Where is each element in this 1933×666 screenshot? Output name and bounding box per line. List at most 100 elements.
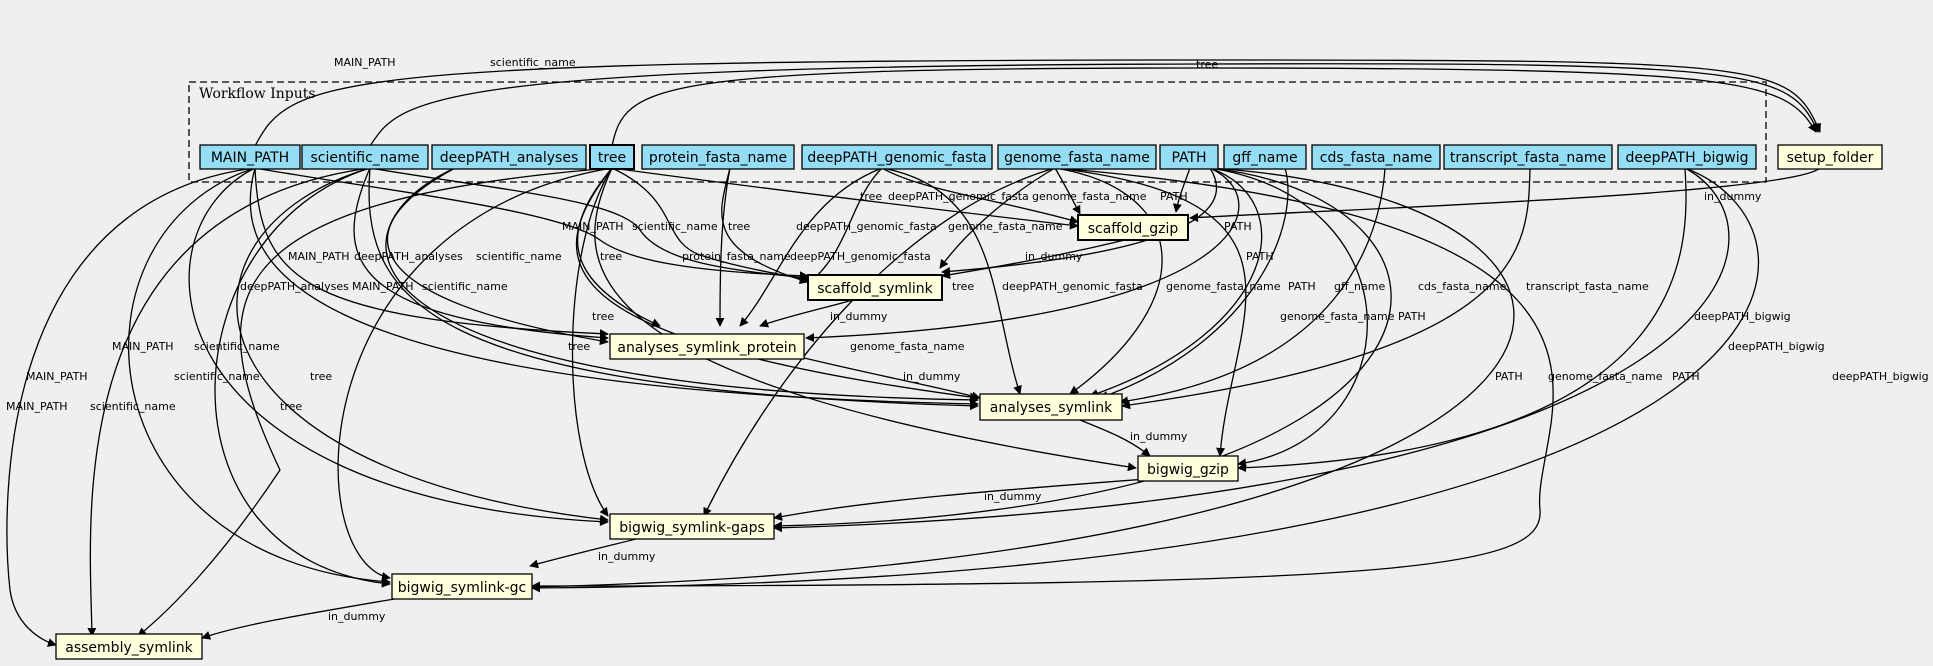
node-scientific-name[interactable]: scientific_name <box>301 144 429 170</box>
node-analyses-symlink-protein[interactable]: analyses_symlink_protein <box>609 333 805 360</box>
edge-sciname-gaps <box>236 167 609 524</box>
edge-mainpath-gc <box>128 167 391 586</box>
edge-genome-fasta-gc <box>531 167 1554 591</box>
edge-gff-analyses-symlink <box>1099 167 1289 400</box>
edge-label: tree <box>728 220 750 233</box>
edge-label: in_dummy <box>1025 250 1083 263</box>
edge-genomic-fasta-analyses-protein <box>739 167 883 327</box>
edge-label: deepPATH_analyses <box>240 280 349 293</box>
edge-tree-setup-folder <box>611 67 1817 147</box>
edge-genome-fasta-scaffold-symlink <box>939 167 1056 269</box>
edge-tree-analyses-protein <box>576 167 661 327</box>
node-assembly-symlink[interactable]: assembly_symlink <box>55 633 203 660</box>
edge-label: PATH <box>1160 190 1188 203</box>
edge-label: tree <box>1196 58 1218 71</box>
step-nodes: setup_folder scaffold_gzip scaffold_syml… <box>55 144 1883 660</box>
node-label: bigwig_symlink-gaps <box>619 520 765 536</box>
edge-label: in_dummy <box>984 490 1042 503</box>
edge-genome-fasta-analyses-symlink <box>1054 167 1163 395</box>
node-bigwig-symlink-gaps[interactable]: bigwig_symlink-gaps <box>609 513 775 540</box>
edge-gc-assembly <box>201 597 401 640</box>
edge-bigwig-gaps <box>773 167 1730 533</box>
edge-protein-analyses-protein <box>715 167 731 327</box>
node-analyses-symlink[interactable]: analyses_symlink <box>979 393 1123 421</box>
edge-label: in_dummy <box>328 610 386 623</box>
edge-tree-assembly <box>137 167 613 637</box>
edge-label: gff_name <box>1334 280 1385 293</box>
edge-label: tree <box>568 340 590 353</box>
edge-label: deepPATH_genomic_fasta <box>796 220 937 233</box>
edge-genomic-fasta-scaffold-symlink <box>807 167 883 285</box>
node-label: protein_fasta_name <box>649 150 787 166</box>
edge-label: protein_fasta_name <box>682 250 791 263</box>
workflow-inputs-cluster <box>188 81 1767 183</box>
edge-label: genome_fasta_name <box>1280 310 1395 323</box>
edge-tree-gc <box>337 167 613 581</box>
edge-label: MAIN_PATH <box>6 400 68 413</box>
edge-label: PATH <box>1246 250 1274 263</box>
node-protein-fasta-name[interactable]: protein_fasta_name <box>641 144 795 170</box>
edge-label: cds_fasta_name <box>1418 280 1507 293</box>
edge-labels: MAIN_PATH scientific_name tree tree deep… <box>6 56 1929 623</box>
node-label: analyses_symlink_protein <box>617 340 796 356</box>
edge-analyses-symlink-bigwig-gzip <box>1079 419 1151 457</box>
edge-path-gc <box>531 167 1515 592</box>
node-label: scaffold_gzip <box>1088 221 1179 237</box>
node-label: assembly_symlink <box>65 640 193 656</box>
edge-label: MAIN_PATH <box>112 340 174 353</box>
edge-bigwig-gzip-gaps <box>773 477 1161 521</box>
edges <box>6 59 1821 647</box>
edge-label: deepPATH_genomic_fasta <box>790 250 931 263</box>
edge-gaps-gc <box>529 537 641 569</box>
node-label: scaffold_symlink <box>817 281 933 297</box>
node-label: bigwig_gzip <box>1147 462 1229 478</box>
edge-label: MAIN_PATH <box>352 280 414 293</box>
node-deeppath-genomic-fasta[interactable]: deepPATH_genomic_fasta <box>801 144 993 170</box>
edge-label: scientific_name <box>632 220 718 233</box>
edge-label: deepPATH_bigwig <box>1728 340 1825 353</box>
node-deeppath-analyses[interactable]: deepPATH_analyses <box>431 144 587 170</box>
node-tree[interactable]: tree <box>589 144 635 170</box>
edge-sciname-assembly <box>87 167 371 637</box>
edge-tree-gaps <box>571 167 613 517</box>
edge-tree-scaffold-symlink <box>611 167 809 283</box>
node-deeppath-bigwig[interactable]: deepPATH_bigwig <box>1617 144 1757 170</box>
node-transcript-fasta-name[interactable]: transcript_fasta_name <box>1443 144 1613 170</box>
node-gff-name[interactable]: gff_name <box>1223 144 1307 170</box>
node-bigwig-symlink-gc[interactable]: bigwig_symlink-gc <box>391 573 533 600</box>
node-bigwig-gzip[interactable]: bigwig_gzip <box>1137 455 1239 482</box>
edge-sciname-gc <box>214 167 391 588</box>
node-cds-fasta-name[interactable]: cds_fasta_name <box>1311 144 1441 170</box>
node-scaffold-gzip[interactable]: scaffold_gzip <box>1077 214 1189 241</box>
edge-tree-bigwig-gzip <box>594 167 1137 472</box>
node-label: deepPATH_genomic_fasta <box>807 150 986 166</box>
edge-label: deepPATH_bigwig <box>1832 370 1929 383</box>
edge-label: scientific_name <box>490 56 576 69</box>
node-setup-folder[interactable]: setup_folder <box>1777 144 1883 170</box>
edge-label: tree <box>280 400 302 413</box>
edge-bigwig-gc <box>531 167 1760 593</box>
node-label: MAIN_PATH <box>211 150 289 166</box>
node-label: PATH <box>1171 150 1206 166</box>
edge-scaffold-gzip-scaffold-symlink <box>941 239 1126 280</box>
edge-label: PATH <box>1224 220 1252 233</box>
node-main-path[interactable]: MAIN_PATH <box>199 144 301 170</box>
edge-sciname-scaffold-symlink <box>369 167 809 282</box>
node-genome-fasta-name[interactable]: genome_fasta_name <box>997 144 1157 170</box>
edge-mainpath-gaps <box>188 167 609 527</box>
edge-label: genome_fasta_name <box>948 220 1063 233</box>
edge-genomic-fasta-scaffold-gzip <box>881 167 1079 225</box>
node-label: scientific_name <box>311 150 420 166</box>
edge-label: tree <box>592 310 614 323</box>
node-path[interactable]: PATH <box>1159 144 1219 170</box>
edge-label: MAIN_PATH <box>26 370 88 383</box>
edge-analyses-analyses-symlink <box>385 167 979 405</box>
edge-label: genome_fasta_name <box>1032 190 1147 203</box>
edge-tree-analyses-symlink <box>575 167 979 402</box>
edge-mainpath-assembly <box>6 167 256 647</box>
edge-genomic-fasta-analyses-symlink <box>881 167 1022 395</box>
node-scaffold-symlink[interactable]: scaffold_symlink <box>807 274 943 301</box>
node-label: tree <box>598 150 626 166</box>
edge-label: in_dummy <box>1704 190 1762 203</box>
